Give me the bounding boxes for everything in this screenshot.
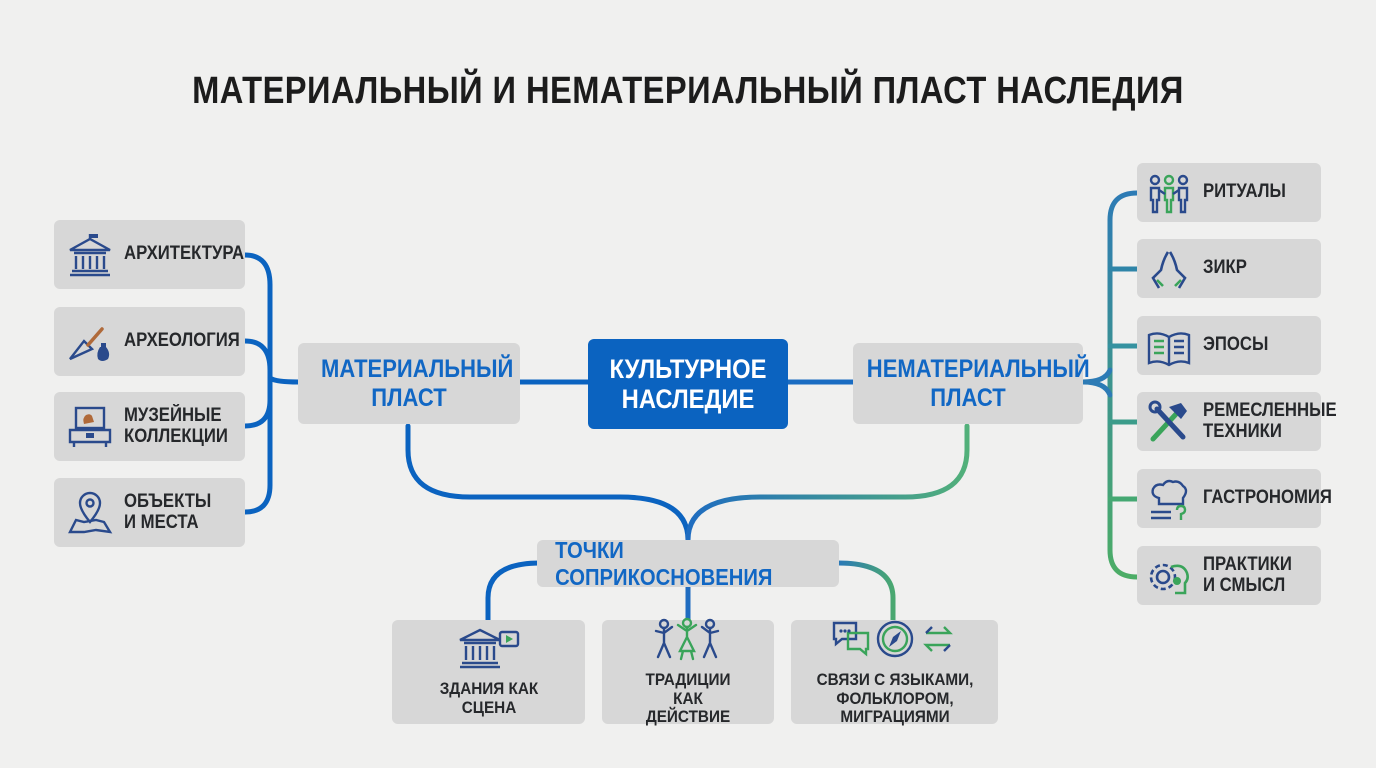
intangible-item-label: ПРАКТИКИ И СМЫСЛ: [1203, 553, 1292, 596]
gear-head-icon: [1143, 553, 1195, 599]
chat-compass-arrows-icon: [830, 617, 960, 661]
material-item-museum-collections: МУЗЕЙНЫЕ КОЛЛЕКЦИИ: [54, 392, 245, 461]
building-play-icon: [456, 626, 522, 670]
intangible-item-label: ЗИКР: [1203, 257, 1247, 279]
contact-item-connections: СВЯЗИ С ЯЗЫКАМИ, ФОЛЬКЛОРОМ, МИГРАЦИЯМИ: [791, 617, 998, 727]
center-node-label: КУЛЬТУРНОЕ НАСЛЕДИЕ: [609, 353, 767, 414]
material-item-label: АРХЕОЛОГИЯ: [124, 330, 240, 352]
material-layer-node: МАТЕРИАЛЬНЫЙ ПЛАСТ: [298, 343, 520, 424]
intangible-item-rituals: РИТУАЛЫ: [1137, 163, 1321, 222]
contact-item-label: ТРАДИЦИИ КАК ДЕЙСТВИЕ: [645, 669, 731, 727]
hammer-wrench-icon: [1143, 399, 1195, 445]
intangible-item-gastronomy: ГАСТРОНОМИЯ: [1137, 469, 1332, 528]
intangible-layer-node: НЕМАТЕРИАЛЬНЫЙ ПЛАСТ: [853, 343, 1090, 424]
material-item-label: ОБЪЕКТЫ И МЕСТА: [124, 490, 212, 533]
contact-points-label: ТОЧКИ СОПРИКОСНОВЕНИЯ: [555, 536, 773, 590]
material-layer-label: МАТЕРИАЛЬНЫЙ ПЛАСТ: [321, 354, 514, 412]
material-item-archaeology: АРХЕОЛОГИЯ: [54, 307, 245, 376]
contact-item-traditions: ТРАДИЦИИ КАК ДЕЙСТВИЕ: [602, 617, 774, 727]
intangible-item-crafts: РЕМЕСЛЕННЫЕ ТЕХНИКИ: [1137, 392, 1337, 451]
open-book-icon: [1143, 323, 1195, 369]
center-node: КУЛЬТУРНОЕ НАСЛЕДИЕ: [588, 339, 788, 429]
contact-item-label: ЗДАНИЯ КАК СЦЕНА: [439, 679, 538, 717]
contact-points-node: ТОЧКИ СОПРИКОСНОВЕНИЯ: [537, 537, 839, 590]
page-title: МАТЕРИАЛЬНЫЙ И НЕМАТЕРИАЛЬНЫЙ ПЛАСТ НАСЛ…: [192, 70, 1184, 112]
map-pin-icon: [64, 490, 116, 536]
chef-hat-icon: [1143, 476, 1195, 522]
intangible-layer-label: НЕМАТЕРИАЛЬНЫЙ ПЛАСТ: [866, 354, 1090, 412]
praying-hands-icon: [1143, 246, 1195, 292]
contact-item-label: СВЯЗИ С ЯЗЫКАМИ, ФОЛЬКЛОРОМ, МИГРАЦИЯМИ: [816, 669, 973, 727]
intangible-item-label: ГАСТРОНОМИЯ: [1203, 487, 1332, 509]
material-item-architecture: АРХИТЕКТУРА: [54, 220, 245, 289]
material-item-label: МУЗЕЙНЫЕ КОЛЛЕКЦИИ: [124, 404, 228, 447]
intangible-item-practices: ПРАКТИКИ И СМЫСЛ: [1137, 546, 1321, 605]
material-item-objects-places: ОБЪЕКТЫ И МЕСТА: [54, 478, 245, 547]
museum-display-icon: [64, 404, 116, 450]
trowel-pottery-icon: [64, 319, 116, 365]
building-columns-icon: [64, 232, 116, 278]
dancing-people-icon: [652, 617, 724, 661]
intangible-item-epics: ЭПОСЫ: [1137, 316, 1321, 375]
intangible-item-label: РИТУАЛЫ: [1203, 181, 1286, 203]
contact-item-buildings: ЗДАНИЯ КАК СЦЕНА: [392, 620, 585, 724]
intangible-item-zikr: ЗИКР: [1137, 239, 1321, 298]
intangible-item-label: ЭПОСЫ: [1203, 334, 1269, 356]
people-group-icon: [1143, 170, 1195, 216]
material-item-label: АРХИТЕКТУРА: [124, 243, 245, 265]
intangible-item-label: РЕМЕСЛЕННЫЕ ТЕХНИКИ: [1203, 399, 1337, 442]
